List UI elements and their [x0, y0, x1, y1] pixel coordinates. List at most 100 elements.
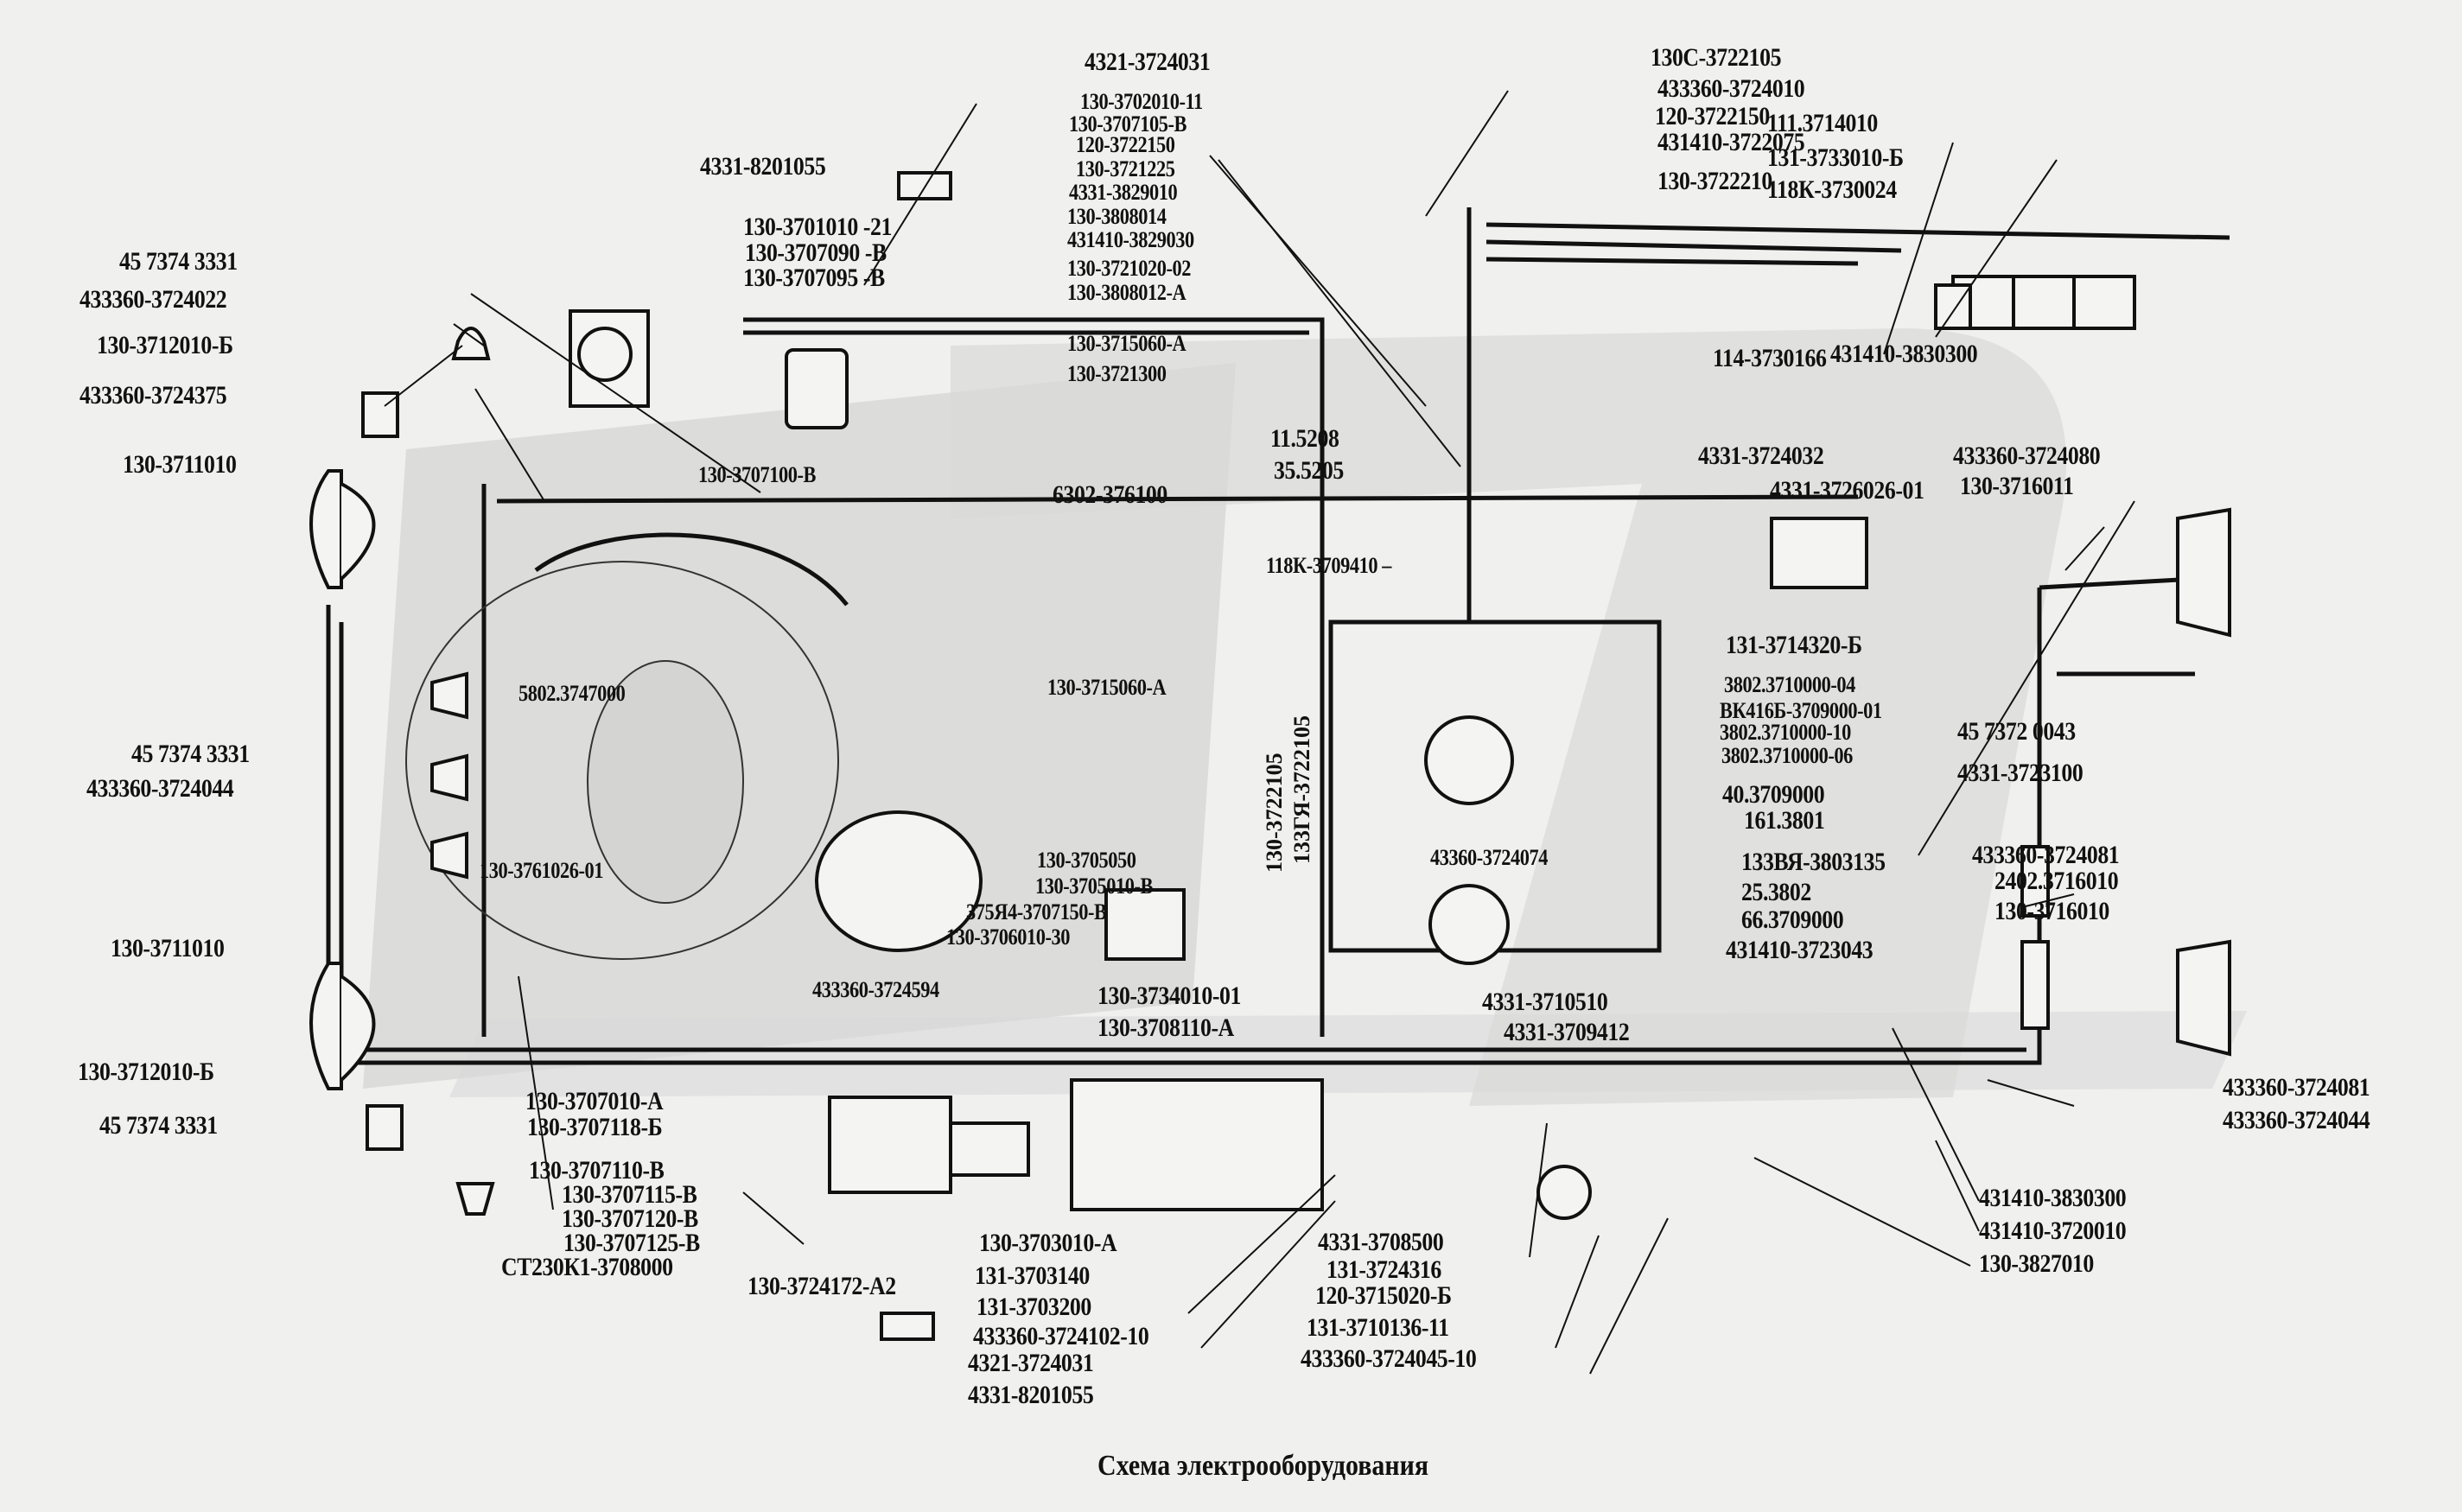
part-label: 43360-3724074 [1430, 845, 1549, 870]
part-label: 130-3707090 -В [745, 238, 887, 267]
fuse-top [897, 171, 952, 200]
part-label: 120-3715020-Б [1315, 1281, 1452, 1310]
part-label: 130-3734010-01 [1097, 982, 1241, 1010]
part-label: 4331-3724032 [1698, 442, 1824, 470]
part-label: 130-3716011 [1960, 472, 2074, 500]
part-label: 35.5205 [1274, 456, 1344, 485]
part-label: 130-3761026-01 [480, 858, 604, 883]
part-label: 130-3721020-02 [1067, 256, 1192, 281]
part-label: 130-3707125-В [563, 1229, 700, 1257]
part-label: 433360-3724010 [1657, 74, 1805, 103]
part-label: 433360-3724045-10 [1301, 1344, 1477, 1373]
fog-light-bottom [366, 1104, 404, 1151]
generator-icon [569, 309, 650, 408]
part-label: 130-3707118-Б [527, 1113, 663, 1141]
part-label: 3802.3710000-06 [1721, 743, 1853, 768]
part-label: 433360-3724044 [86, 774, 234, 803]
part-label: 111.3714010 [1767, 109, 1878, 137]
diagram-caption: Схема электрооборудования [1097, 1450, 1429, 1482]
part-label: 130-3716010 [1994, 897, 2109, 925]
part-label: 431410-3829030 [1067, 227, 1194, 252]
part-label: 6302-376100 [1053, 480, 1167, 509]
part-label: 120-3722150 [1655, 102, 1770, 130]
part-label: 433360-3724081 [2223, 1073, 2370, 1102]
part-label: 130-3706010-30 [946, 924, 1071, 950]
headlight-left-bottom [309, 962, 376, 1090]
part-label: 4331-8201055 [968, 1381, 1094, 1409]
horn-icon-2 [455, 1182, 495, 1216]
part-label: 130-3721225 [1076, 156, 1175, 181]
part-label: 130-3708110-А [1097, 1013, 1234, 1042]
part-label: 4331-3709412 [1504, 1018, 1630, 1046]
ignition-coil-icon [785, 348, 849, 429]
part-label: 3802.3710000-04 [1724, 672, 1855, 697]
part-label: 130-3707115-В [562, 1180, 697, 1209]
part-label: 130-3722210 [1657, 167, 1772, 195]
rear-light-bottom [2176, 939, 2231, 1057]
part-label: 130-3715060-А [1047, 675, 1167, 700]
part-label: 5802.3747000 [518, 681, 626, 706]
horn-icon-1 [451, 327, 491, 360]
part-label: 130-3712010-Б [78, 1058, 214, 1086]
part-label: 130-3707010-А [525, 1087, 664, 1115]
ignition-switch-icon [1536, 1165, 1592, 1220]
components [309, 171, 2231, 1341]
part-label: 45 7372 0043 [1957, 717, 2076, 746]
part-label: 130-3707120-В [562, 1204, 698, 1233]
part-label: 130-3711010 [111, 934, 225, 962]
part-label: СТ230К1-3708000 [501, 1253, 673, 1281]
part-label: 4331-3829010 [1069, 180, 1178, 205]
part-label-vertical: 133ГЯ-3722105 [1289, 715, 1314, 864]
part-label: 25.3802 [1741, 878, 1811, 906]
part-label: 375Я4-3707150-В [966, 899, 1107, 924]
part-label: 130-3715060-А [1067, 331, 1186, 356]
part-label: 433360-3724594 [812, 977, 939, 1002]
part-label: 130-3707100-В [698, 462, 817, 487]
part-label: 131-3714320-Б [1726, 631, 1862, 659]
starter-icon [828, 1096, 1030, 1194]
part-label: 130-3721300 [1067, 361, 1167, 386]
part-label: 45 7374 3331 [99, 1111, 218, 1140]
part-label: 130С-3722105 [1651, 43, 1782, 72]
part-label: 11.5208 [1270, 424, 1339, 453]
voltage-regulator-icon [1104, 888, 1186, 961]
part-label: 118К-3730024 [1767, 175, 1897, 204]
part-label: 45 7374 3331 [131, 740, 250, 768]
part-label: 130-3701010 -21 [743, 213, 892, 241]
leader-lines [384, 90, 2135, 1375]
part-label: 131-3703200 [977, 1293, 1091, 1321]
part-label: 130-3711010 [123, 450, 237, 479]
part-label: 131-3703140 [975, 1261, 1090, 1290]
part-label: 161.3801 [1744, 806, 1825, 835]
headlight-left-top [309, 469, 376, 589]
part-label: 131-3710136-11 [1307, 1313, 1449, 1342]
part-label: 66.3709000 [1741, 905, 1844, 934]
part-label: ВК416Б-3709000-01 [1720, 698, 1882, 723]
distributor-icon [815, 810, 983, 952]
horn-relay-icon [1934, 283, 1972, 330]
part-label: 130-3808014 [1067, 204, 1167, 229]
part-label: 45 7374 3331 [119, 247, 238, 276]
part-label: 130-3707110-В [529, 1156, 665, 1185]
rear-light-top [2176, 507, 2231, 638]
part-label: 130-3724172-А2 [748, 1272, 896, 1300]
part-label: 4331-3708500 [1318, 1228, 1444, 1256]
fuse-bottom [880, 1312, 935, 1341]
part-label: 130-3702010-11 [1080, 89, 1203, 114]
part-label: 3802.3710000-10 [1720, 720, 1851, 745]
part-label: 130-3705010-В [1035, 874, 1154, 899]
relays-top [1951, 275, 2136, 330]
part-label: 40.3709000 [1722, 780, 1825, 809]
part-label: 133ВЯ-3803135 [1741, 848, 1886, 876]
part-label: 433360-3724022 [80, 285, 227, 314]
part-label: 130-3712010-Б [97, 331, 233, 359]
part-label: 431410-3830300 [1979, 1184, 2127, 1212]
engine-callout [405, 561, 839, 960]
instrument-cluster [1424, 715, 1514, 965]
wiper-motor-icon [1770, 517, 1868, 589]
part-label: 433360-3724081 [1972, 841, 2120, 869]
part-label: 130-3808012-А [1067, 280, 1186, 305]
part-label: 2402.3716010 [1994, 867, 2119, 895]
part-label: 131-3724316 [1326, 1255, 1441, 1284]
